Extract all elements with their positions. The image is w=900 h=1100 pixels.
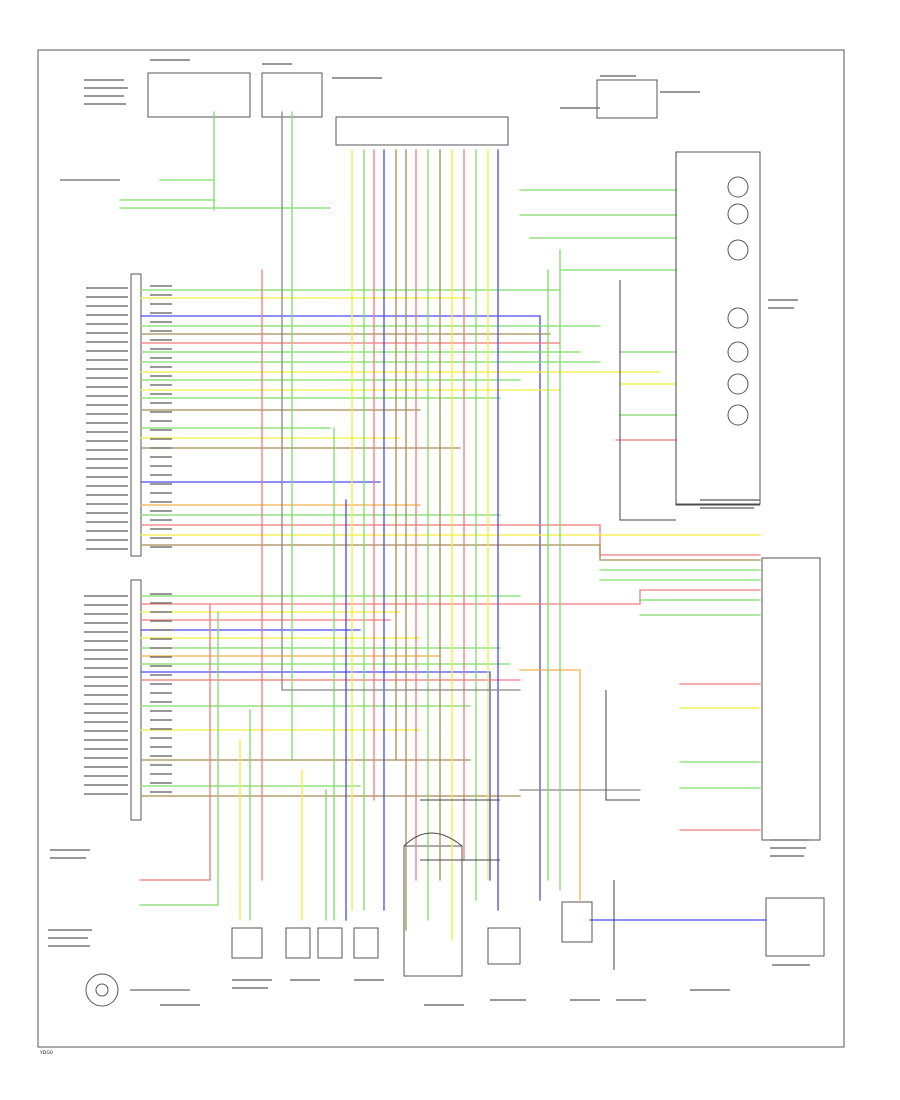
wire bbox=[139, 611, 219, 906]
solenoid-assy bbox=[403, 845, 463, 977]
wire-harness bbox=[60, 111, 767, 991]
wire bbox=[140, 544, 761, 561]
fuse-box-center bbox=[261, 72, 323, 118]
sensor-b bbox=[285, 927, 311, 959]
pcm-block-a bbox=[130, 273, 142, 557]
sensor-d bbox=[353, 927, 379, 959]
wire bbox=[605, 690, 640, 801]
gauge-lamps bbox=[727, 176, 749, 426]
sensor-c bbox=[317, 927, 343, 959]
cruise-module bbox=[765, 897, 825, 957]
instrument-cluster bbox=[675, 151, 761, 505]
wire bbox=[139, 603, 211, 881]
wire bbox=[519, 669, 581, 901]
wire bbox=[140, 315, 541, 901]
wire bbox=[619, 280, 676, 521]
wire bbox=[281, 111, 521, 691]
diagram-frame bbox=[37, 49, 845, 1048]
components bbox=[85, 72, 825, 1007]
sensor-f bbox=[561, 901, 593, 943]
pcm-block-b bbox=[130, 579, 142, 821]
ecu-connector bbox=[335, 116, 509, 146]
sensor-a bbox=[231, 927, 263, 959]
shift-display bbox=[761, 557, 821, 841]
wire bbox=[140, 589, 761, 605]
wire bbox=[675, 152, 760, 506]
wire bbox=[140, 524, 761, 556]
wire bbox=[403, 832, 463, 847]
sensor-e bbox=[487, 927, 521, 965]
label-marks bbox=[48, 59, 810, 1006]
fuse-box-right bbox=[596, 79, 658, 119]
footer-code: YDG0 bbox=[39, 1050, 53, 1056]
wire bbox=[140, 671, 491, 881]
speed-sensor bbox=[85, 973, 119, 1007]
fuse-box-left bbox=[147, 72, 251, 118]
speed-sensor-inner bbox=[95, 983, 109, 997]
